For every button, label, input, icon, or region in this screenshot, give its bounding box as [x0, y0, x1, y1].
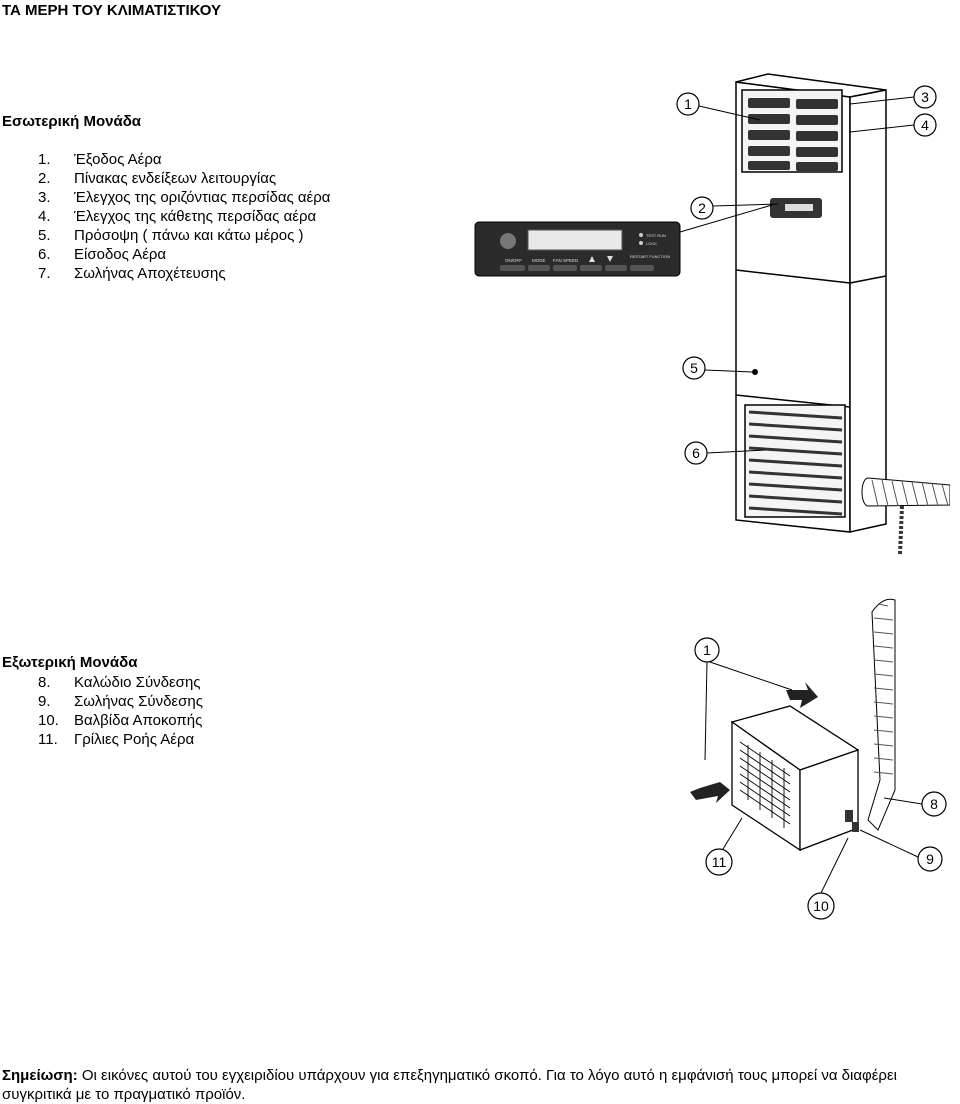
callout-2	[690, 196, 714, 220]
callout-5	[682, 356, 706, 380]
indoor-parts-list: 1.Έξοδος Αέρα 2.Πίνακας ενδείξεων λειτου…	[0, 150, 330, 283]
control-panel: TEST RUN LOCK ON/OFF MODE FAN SPEED REST…	[474, 221, 681, 277]
callout-label: 1	[703, 642, 711, 658]
list-item: 11.Γρίλιες Ροής Αέρα	[38, 731, 195, 748]
callout-11	[705, 848, 733, 876]
list-item: 1.Έξοδος Αέρα	[38, 151, 162, 168]
air-outlet-louvers	[748, 98, 838, 171]
callout-label: 10	[813, 898, 829, 914]
outdoor-unit-illustration: 1 8 9 10 11	[690, 598, 947, 920]
shutoff-valve	[845, 810, 859, 832]
outdoor-parts-list: 8.Καλώδιο Σύνδεσης 9.Σωλήνας Σύνδεσης 10…	[0, 673, 203, 749]
footnote: Σημείωση: Οι εικόνες αυτού του εγχειριδί…	[2, 1066, 952, 1104]
callout-label: 2	[698, 200, 706, 216]
callout-label: 4	[921, 117, 929, 133]
drain-pipe	[861, 477, 950, 555]
connection-pipe	[867, 598, 896, 831]
callout-1	[676, 92, 700, 116]
panel-button-label: ON/OFF	[505, 258, 522, 263]
callout-label: 3	[921, 89, 929, 105]
panel-button-label: MODE	[532, 258, 546, 263]
callout-label: 6	[692, 445, 700, 461]
list-item: 10.Βαλβίδα Αποκοπής	[38, 712, 203, 729]
list-item: 8.Καλώδιο Σύνδεσης	[38, 674, 201, 691]
air-intake-arrow-icon	[786, 682, 818, 708]
panel-indicator-label: LOCK	[646, 241, 657, 246]
outdoor-heading: Εξωτερική Μονάδα	[2, 654, 138, 671]
callout-9	[917, 846, 943, 872]
list-item: 4.Έλεγχος της κάθετης περσίδας αέρα	[38, 208, 317, 225]
panel-button-label: FAN SPEED	[553, 258, 579, 263]
air-inlet-grille	[748, 410, 843, 516]
callout-label: 11	[712, 854, 727, 870]
list-item: 3.Έλεγχος της οριζόντιας περσίδας αέρα	[38, 189, 331, 206]
note-label: Σημείωση:	[2, 1067, 78, 1084]
page-title: ΤΑ ΜΕΡΗ ΤΟΥ ΚΛΙΜΑΤΙΣΤΙΚΟΥ	[2, 2, 222, 19]
indoor-heading: Εσωτερική Μονάδα	[2, 113, 142, 130]
list-item: 7.Σωλήνας Αποχέτευσης	[38, 265, 226, 282]
callout-label: 9	[926, 851, 934, 867]
indoor-unit-illustration: TEST RUN LOCK ON/OFF MODE FAN SPEED REST…	[474, 73, 950, 555]
panel-button-label: RESTART FUNCTION	[630, 254, 670, 259]
callout-label: 8	[930, 796, 938, 812]
outdoor-unit-body	[730, 705, 860, 852]
list-item: 2.Πίνακας ενδείξεων λειτουργίας	[38, 170, 277, 187]
air-outlet-arrow-icon	[690, 782, 730, 803]
note-text: Οι εικόνες αυτού του εγχειριδίου υπάρχου…	[2, 1067, 897, 1103]
list-item: 5.Πρόσοψη ( πάνω και κάτω μέρος )	[38, 227, 304, 244]
list-item: 6.Είσοδος Αέρα	[38, 246, 167, 263]
callout-label: 5	[690, 360, 698, 376]
airflow-grille	[739, 741, 791, 828]
panel-indicator-label: TEST RUN	[646, 233, 666, 238]
callout-label: 1	[684, 96, 692, 112]
list-item: 9.Σωλήνας Σύνδεσης	[38, 693, 203, 710]
